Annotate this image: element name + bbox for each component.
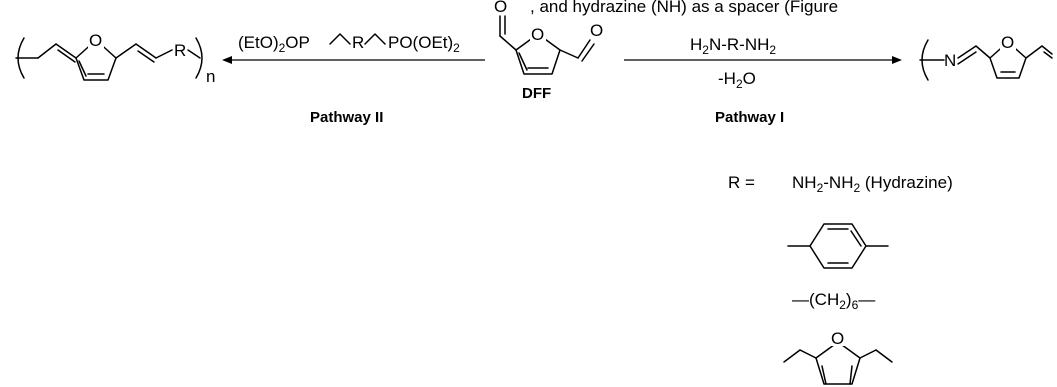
r-furan-oxygen: O xyxy=(831,329,844,348)
pathway-ii-arrowhead xyxy=(222,56,232,64)
left-polymer-r: R xyxy=(174,41,186,60)
svg-text:R: R xyxy=(352,33,364,52)
left-reagent-ch2-a xyxy=(329,33,351,45)
dff-aldehyde-oxygen-left: O xyxy=(494,0,507,16)
right-polymer-nitrogen-left: N xyxy=(944,51,956,70)
left-polymer-n: n xyxy=(206,67,215,86)
svg-text:H2N-R-NH2: H2N-R-NH2 xyxy=(690,35,776,57)
svg-text:(EtO)2OP: (EtO)2OP xyxy=(238,33,310,55)
r-definition: R = NH2-NH2 (Hydrazine) —(CH2)6— O xyxy=(728,173,953,385)
svg-text:-H2O: -H2O xyxy=(718,69,756,91)
right-polymer: N O xyxy=(919,32,1053,81)
pathway-i-label: Pathway I xyxy=(715,109,784,126)
left-reagent: (EtO)2OP R PO(OEt)2 xyxy=(238,33,460,55)
dff-aldehyde-oxygen-right: O xyxy=(590,21,603,40)
r-option-phenylene xyxy=(787,223,889,269)
left-polymer: O R n xyxy=(15,30,215,86)
r-option-furan: O xyxy=(783,328,893,385)
r-option-hexamethylene: —(CH2)6— xyxy=(792,290,875,312)
r-equals-label: R = xyxy=(728,173,755,192)
svg-text:PO(OEt)2: PO(OEt)2 xyxy=(388,33,460,55)
pathway-i-arrowhead xyxy=(892,56,902,64)
left-furan-oxygen: O xyxy=(89,31,102,50)
pathway-ii-label: Pathway II xyxy=(310,109,383,126)
left-polymer-close-bracket xyxy=(195,37,203,79)
top-text-fragment: , and hydrazine (NH) as a spacer (Figure xyxy=(530,0,838,16)
right-reagent: H2N-R-NH2 -H2O xyxy=(690,35,776,91)
r-option-hydrazine: NH2-NH2 (Hydrazine) xyxy=(792,173,953,195)
left-reagent-ch2-b xyxy=(364,33,386,45)
dff-ring-oxygen: O xyxy=(531,25,544,44)
right-furan-oxygen: O xyxy=(1001,33,1014,52)
dff-molecule: O O O xyxy=(494,0,603,75)
dff-label: DFF xyxy=(522,85,551,102)
